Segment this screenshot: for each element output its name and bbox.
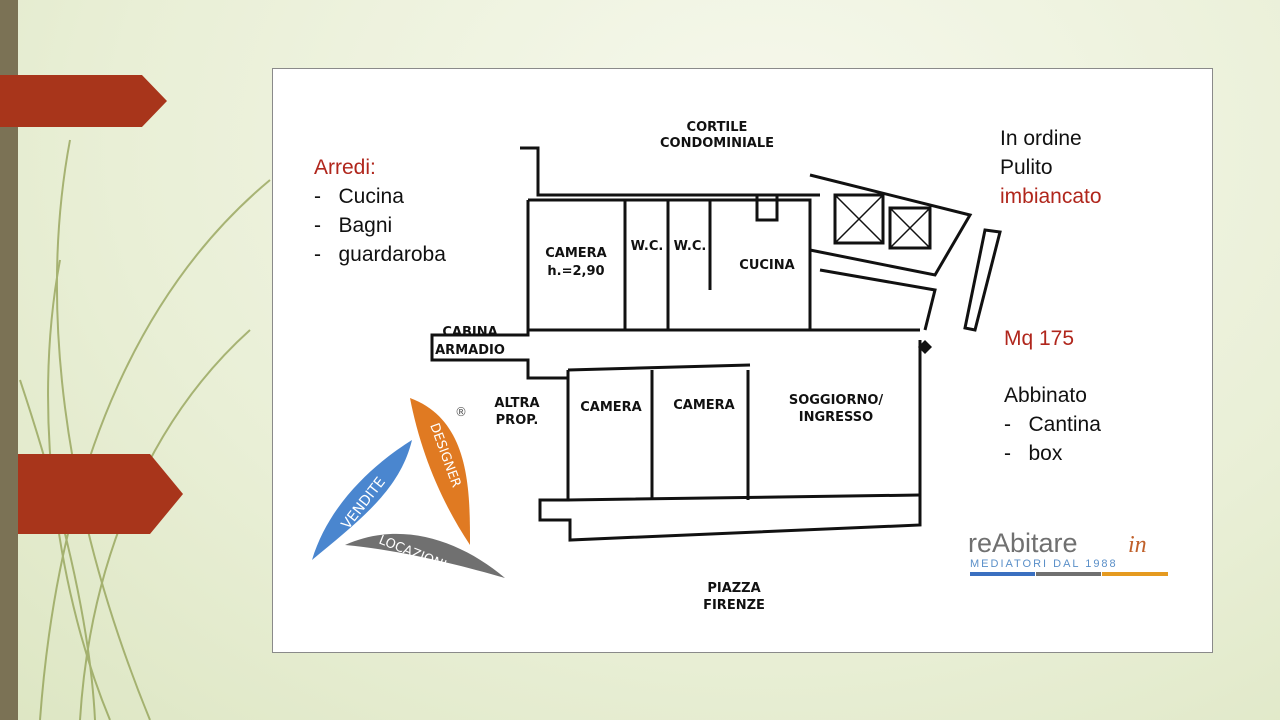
label-prop: PROP. xyxy=(496,413,539,428)
registered-mark: ® xyxy=(455,405,467,419)
label-piazza: PIAZZA xyxy=(707,581,760,596)
area-label: Mq 175 xyxy=(1004,327,1075,350)
label-camera3: CAMERA xyxy=(673,398,735,413)
furnishing-item: - Cucina xyxy=(314,185,404,208)
logo-suffix: in xyxy=(1128,532,1147,558)
logo-vendite-designer-locazioni: VENDITE DESIGNER LOCAZIONI ® xyxy=(312,398,505,578)
condition-line: In ordine xyxy=(1000,127,1082,150)
label-camera1: CAMERA xyxy=(545,246,607,261)
red-arrow-top xyxy=(0,75,167,127)
logo-tagline: MEDIATORI DAL 1988 xyxy=(970,558,1118,570)
label-cortile-1: CORTILE xyxy=(687,120,748,135)
extras-item: - Cantina xyxy=(1004,413,1101,436)
label-altra: ALTRA xyxy=(494,396,539,411)
red-arrow-bottom xyxy=(18,454,183,534)
label-firenze: FIRENZE xyxy=(703,598,765,613)
condition-list: In ordine Pulito imbiancato xyxy=(1000,124,1102,211)
label-wc1: W.C. xyxy=(631,239,664,254)
condition-highlight: imbiancato xyxy=(1000,185,1102,208)
label-cabina: CABINA xyxy=(442,325,497,340)
furnishings-list: Arredi: - Cucina - Bagni - guardaroba xyxy=(314,153,446,269)
logo-name: reAbitare xyxy=(968,528,1078,558)
label-soggiorno: SOGGIORNO/ xyxy=(789,393,884,408)
extras-list: Abbinato - Cantina - box xyxy=(1004,381,1101,468)
label-ingresso: INGRESSO xyxy=(799,410,873,425)
extras-item: - box xyxy=(1004,442,1063,465)
logo-reabitare: reAbitare in MEDIATORI DAL 1988 xyxy=(968,528,1168,576)
left-accent-bar xyxy=(0,0,18,720)
label-camera1-height: h.=2,90 xyxy=(547,264,604,279)
furnishing-item: - guardaroba xyxy=(314,243,446,266)
label-armadio: ARMADIO xyxy=(435,343,505,358)
condition-line: Pulito xyxy=(1000,156,1053,179)
label-cortile-2: CONDOMINIALE xyxy=(660,136,774,151)
furnishing-item: - Bagni xyxy=(314,214,393,237)
extras-title: Abbinato xyxy=(1004,384,1087,407)
furnishings-title: Arredi: xyxy=(314,156,376,179)
label-cucina: CUCINA xyxy=(739,258,794,273)
label-wc2: W.C. xyxy=(674,239,707,254)
label-camera2: CAMERA xyxy=(580,400,642,415)
